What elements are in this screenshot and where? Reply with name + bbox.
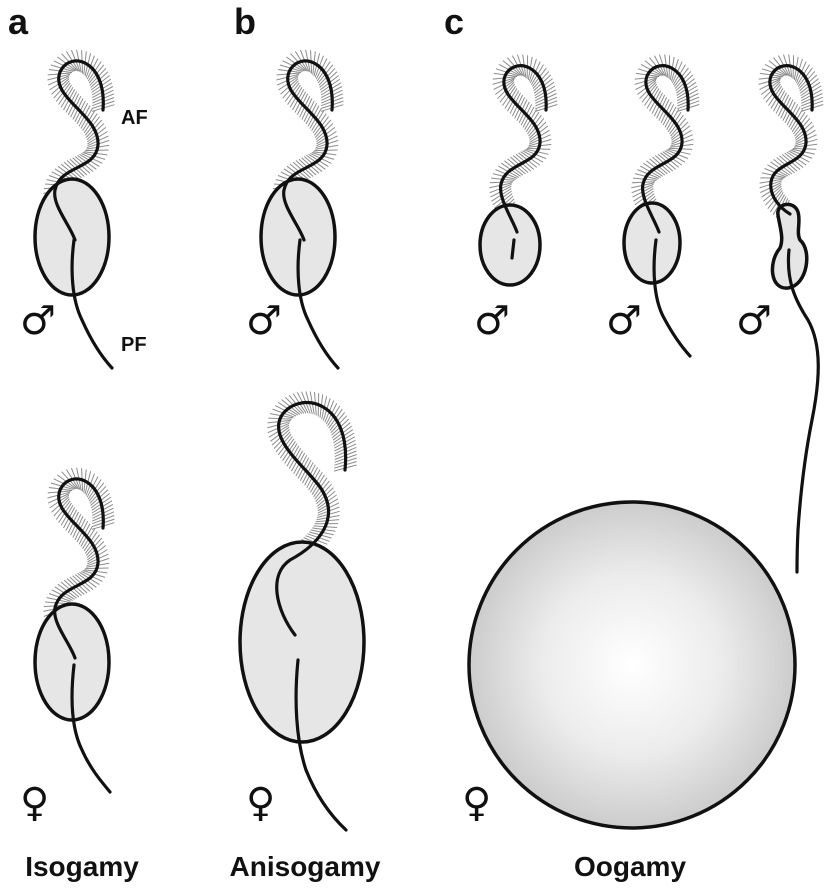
panel-letter-c: c <box>444 1 464 42</box>
oogamy-male-gamete-2: ♂ <box>606 55 699 357</box>
male-symbol: ♂ <box>736 298 772 344</box>
oogamy-male-gamete-3: ♂ <box>736 55 823 573</box>
posterior-flagellum <box>788 250 818 572</box>
anisogamy-male-gamete: ♂ <box>246 50 343 368</box>
caption-oogamy: Oogamy <box>574 851 686 882</box>
gamete-cell-body <box>240 542 364 742</box>
male-symbol: ♂ <box>606 298 642 344</box>
male-symbol: ♂ <box>20 298 56 344</box>
egg-cell <box>469 502 795 828</box>
hair-strokes <box>759 55 824 223</box>
isogamy-male-gamete: AF PF ♂ <box>20 50 148 368</box>
female-symbol: ♀ <box>246 780 275 826</box>
anisogamy-female-gamete: ♀ <box>240 391 364 830</box>
panel-letter-b: b <box>234 1 256 42</box>
pf-label: PF <box>121 334 147 356</box>
male-symbol: ♂ <box>474 298 510 344</box>
panel-letter-a: a <box>8 1 29 42</box>
oogamy-male-gamete-1: ♂ <box>474 55 557 345</box>
caption-anisogamy: Anisogamy <box>230 851 381 882</box>
flagellar-hairs <box>759 55 824 223</box>
af-label: AF <box>121 107 148 129</box>
oogamy-female-egg: ♀ <box>462 502 795 828</box>
posterior-flagellum <box>512 240 514 258</box>
female-symbol: ♀ <box>462 780 491 826</box>
caption-isogamy: Isogamy <box>25 851 139 882</box>
female-symbol: ♀ <box>20 780 49 826</box>
male-symbol: ♂ <box>246 298 282 344</box>
anterior-flagellum <box>770 66 812 214</box>
isogamy-female-gamete: ♀ <box>20 468 114 826</box>
